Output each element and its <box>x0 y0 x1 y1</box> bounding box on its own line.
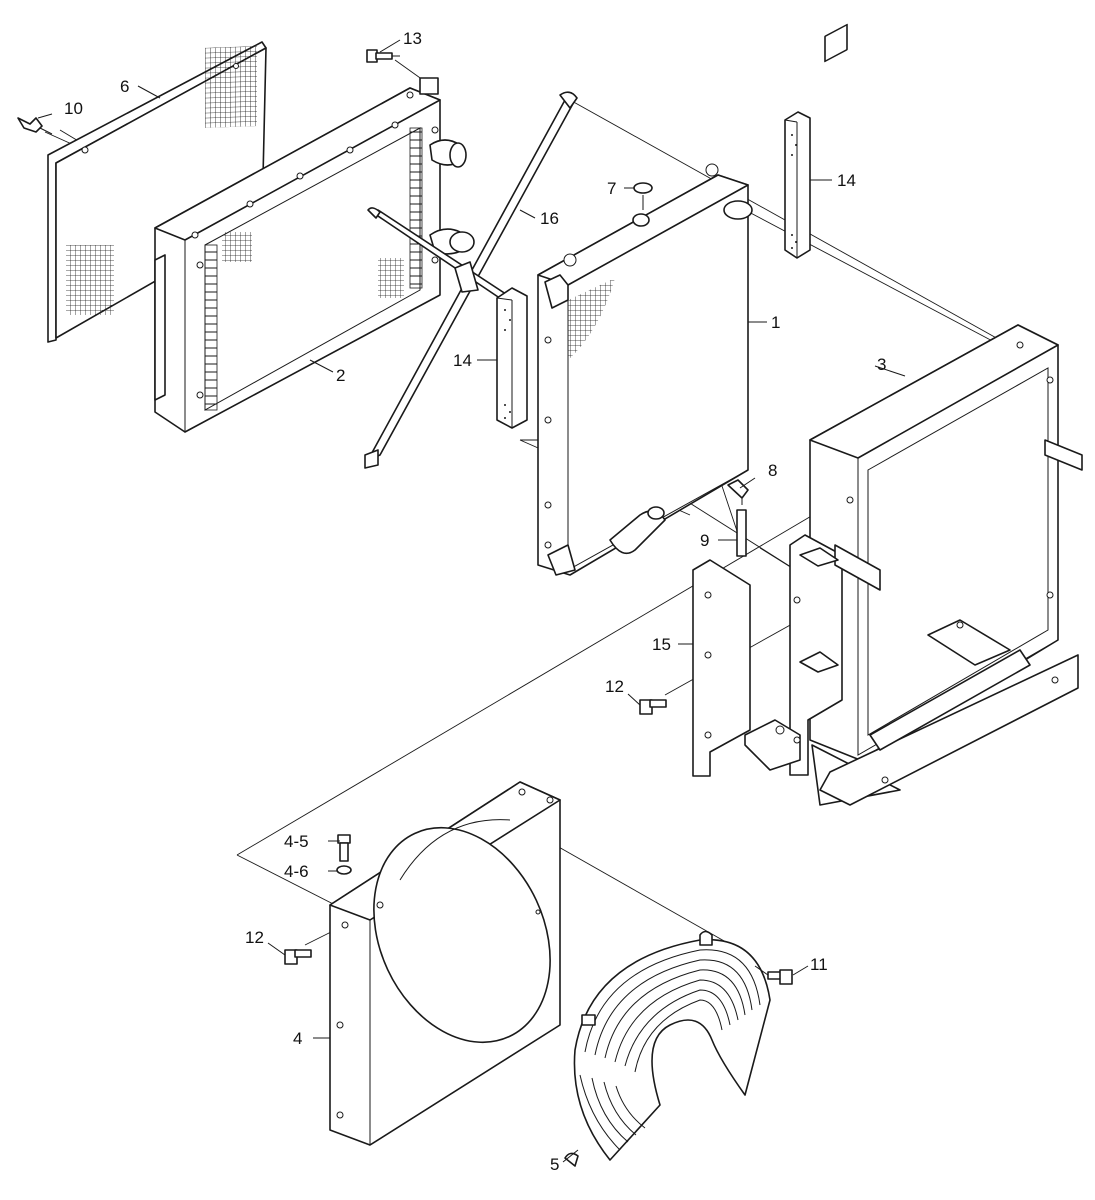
part-15-brackets <box>692 534 881 777</box>
part-10-wing-bolt <box>17 117 53 135</box>
callout-3: 3 <box>877 355 886 374</box>
callout-2: 2 <box>336 366 345 385</box>
callout-labels: 1 2 3 4 4-5 4-6 5 6 7 8 9 10 11 12 12 13… <box>64 29 886 1174</box>
callout-4-5: 4-5 <box>284 832 309 851</box>
callout-8: 8 <box>768 461 777 480</box>
part-1-radiator <box>537 163 753 576</box>
part-13-bolt <box>366 49 400 63</box>
part-16-stay-rods <box>364 91 578 469</box>
callout-14-left: 14 <box>453 351 472 370</box>
part-12-bolt-upper <box>639 699 667 715</box>
part-2-oil-cooler <box>154 77 475 433</box>
part-6-mesh-screen <box>47 41 267 343</box>
part-14-spacer-left <box>496 287 528 429</box>
callout-1: 1 <box>771 313 780 332</box>
part-4-6-washer <box>336 865 352 875</box>
callout-10: 10 <box>64 99 83 118</box>
callout-11: 11 <box>810 955 828 974</box>
part-12-bolt-lower <box>284 949 312 965</box>
callout-13: 13 <box>403 29 422 48</box>
callout-12-lower: 12 <box>245 928 264 947</box>
callout-14-right: 14 <box>837 171 856 190</box>
part-3-frame <box>809 23 1083 806</box>
part-4-5-bolt <box>337 834 351 862</box>
part-11-bolt <box>754 965 793 985</box>
callout-leader-lines <box>37 39 906 1163</box>
callout-16: 16 <box>540 209 559 228</box>
callout-5: 5 <box>550 1155 559 1174</box>
part-8-drain-valve <box>727 479 749 505</box>
callout-12-upper: 12 <box>605 677 624 696</box>
part-14-spacer-right <box>784 111 811 259</box>
callout-4: 4 <box>293 1029 302 1048</box>
part-9-drain-hose <box>736 509 747 557</box>
callout-4-6: 4-6 <box>284 862 309 881</box>
part-4-fan-shroud <box>329 781 561 1146</box>
callout-9: 9 <box>700 531 709 550</box>
part-7-radiator-cap <box>632 182 653 227</box>
callout-15: 15 <box>652 635 671 654</box>
part-5-fan-guard <box>564 930 771 1167</box>
callout-7: 7 <box>607 179 616 198</box>
callout-6: 6 <box>120 77 129 96</box>
